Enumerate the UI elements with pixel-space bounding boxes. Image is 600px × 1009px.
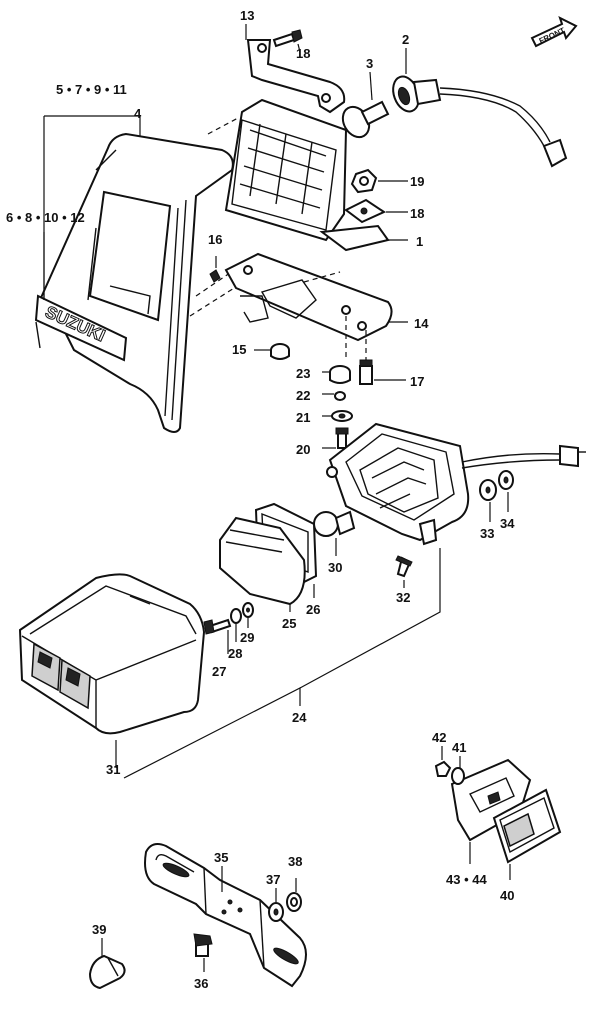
label-1: 1 <box>416 234 423 249</box>
label-2: 2 <box>402 32 409 47</box>
label-36: 36 <box>194 976 208 991</box>
rear-cover: SUZUKI <box>34 132 234 433</box>
nut-19 <box>350 168 408 194</box>
bolt-18-top <box>272 29 303 48</box>
lens-25 <box>219 516 306 612</box>
washer-33 <box>479 479 497 522</box>
nut-34 <box>498 470 514 512</box>
lamp-base-unit <box>326 422 586 546</box>
bulb-39 <box>88 938 126 990</box>
label-16: 16 <box>208 232 222 247</box>
label-40: 40 <box>500 888 514 903</box>
washer-37 <box>268 888 284 922</box>
label-14: 14 <box>414 316 429 331</box>
label-22: 22 <box>296 388 310 403</box>
nut-42 <box>434 746 452 777</box>
license-plate-bracket-35 <box>144 843 307 988</box>
label-15: 15 <box>232 342 246 357</box>
rear-lens-cover-24 <box>18 573 206 735</box>
bracket-13 <box>246 39 346 114</box>
tail-light-housing <box>224 98 390 252</box>
lens-cover-leader-lines <box>115 548 441 779</box>
label-29: 29 <box>240 630 254 645</box>
nut-15 <box>254 343 290 360</box>
top-leader-lines <box>245 24 408 241</box>
label-4: 4 <box>134 106 142 121</box>
label-35: 35 <box>214 850 228 865</box>
label-27: 27 <box>212 664 226 679</box>
screw-32 <box>395 555 413 588</box>
reflector-40 <box>492 788 562 880</box>
label-17: 17 <box>410 374 424 389</box>
screw-27 <box>203 618 232 654</box>
grommet-23 <box>322 365 351 384</box>
label-group-6-8-10-12: 6 • 8 • 10 • 12 <box>6 210 85 225</box>
part-number-labels: 13 18 2 3 5 • 7 • 9 • 11 4 19 18 6 • 8 •… <box>6 8 515 991</box>
bolt-17 <box>359 359 406 385</box>
label-23: 23 <box>296 366 310 381</box>
label-19: 19 <box>410 174 424 189</box>
bolt-20 <box>322 427 349 449</box>
bulb-30 <box>313 510 356 556</box>
front-direction-arrow: FRONT <box>530 16 578 48</box>
mounting-plate-14 <box>224 252 408 360</box>
label-3: 3 <box>366 56 373 71</box>
label-43-44: 43 • 44 <box>446 872 487 887</box>
washer-41 <box>451 756 465 785</box>
label-41: 41 <box>452 740 466 755</box>
label-25: 25 <box>282 616 296 631</box>
label-33: 33 <box>480 526 494 541</box>
screw-16 <box>209 256 221 283</box>
label-24: 24 <box>292 710 307 725</box>
label-13: 13 <box>240 8 254 23</box>
label-28: 28 <box>228 646 242 661</box>
socket-2 <box>392 48 568 168</box>
washer-21 <box>322 410 353 422</box>
label-37: 37 <box>266 872 280 887</box>
label-42: 42 <box>432 730 446 745</box>
plate-18 <box>344 198 408 224</box>
label-38: 38 <box>288 854 302 869</box>
label-30: 30 <box>328 560 342 575</box>
label-group-5-7-9-11: 5 • 7 • 9 • 11 <box>56 82 127 97</box>
collar-22 <box>322 391 346 401</box>
bolt-36 <box>193 933 213 972</box>
label-34: 34 <box>500 516 515 531</box>
label-39: 39 <box>92 922 106 937</box>
bulb-3 <box>341 71 390 139</box>
label-31: 31 <box>106 762 120 777</box>
label-32: 32 <box>396 590 410 605</box>
label-18-top: 18 <box>296 46 310 61</box>
washer-28 <box>230 608 242 642</box>
label-21: 21 <box>296 410 310 425</box>
washer-29 <box>242 602 254 628</box>
label-18-plate: 18 <box>410 206 424 221</box>
label-20: 20 <box>296 442 310 457</box>
label-26: 26 <box>306 602 320 617</box>
nut-38 <box>286 878 302 912</box>
